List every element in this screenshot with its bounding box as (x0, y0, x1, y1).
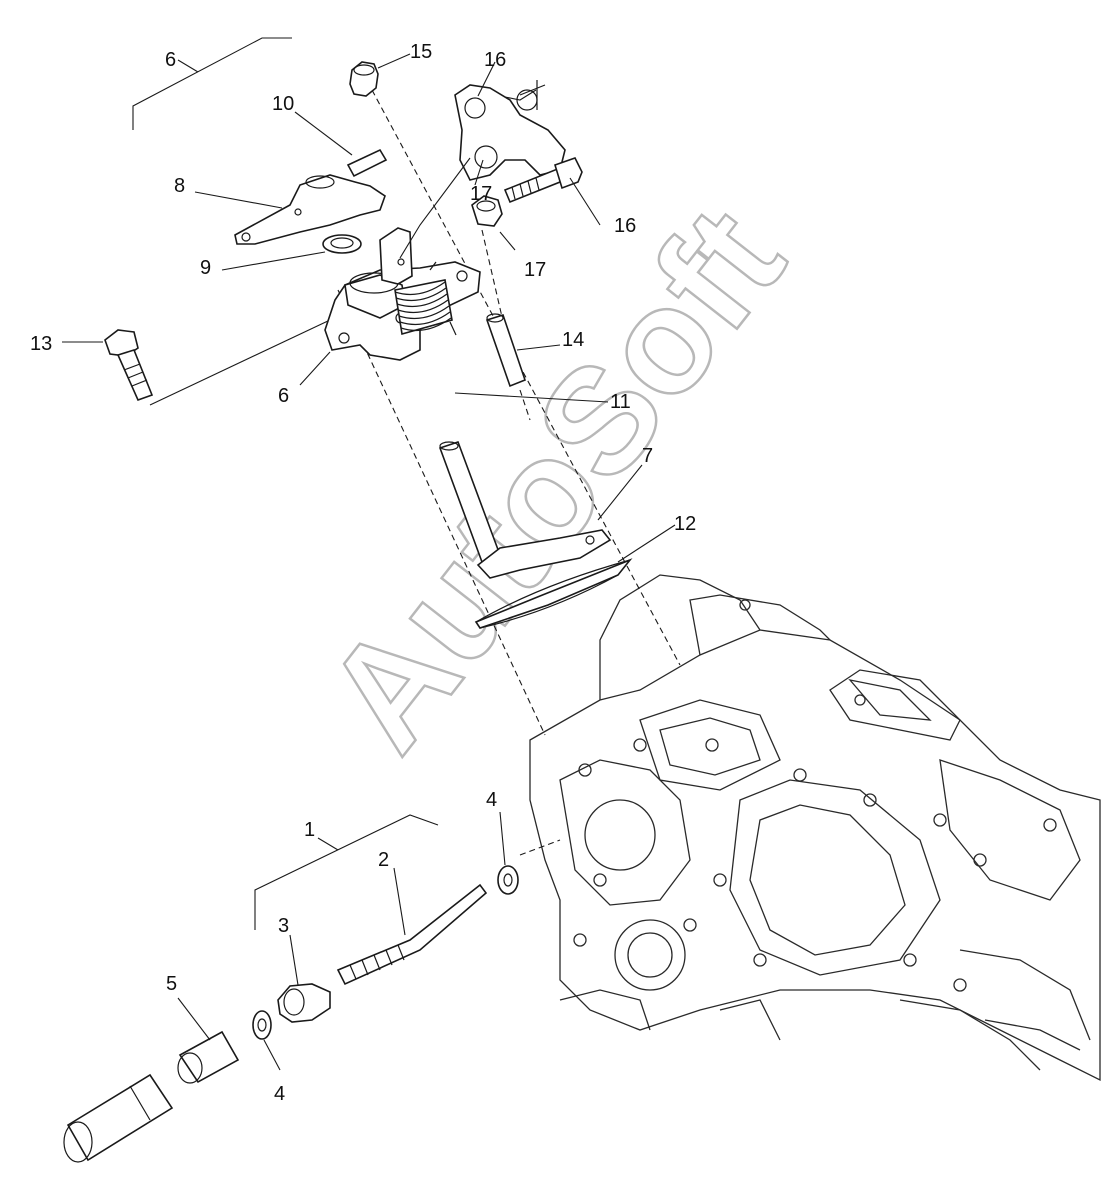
part-4-washer-right (497, 865, 519, 895)
part-14-stud (485, 313, 527, 388)
callout-17-right: 17 (524, 259, 546, 281)
engine-block (529, 574, 1101, 1082)
callout-11: 11 (610, 391, 631, 413)
leader-lines (62, 53, 676, 1071)
callout-16-top: 16 (484, 49, 506, 71)
group-bracket-6 (132, 37, 292, 130)
part-4-washer-left (252, 1010, 272, 1040)
part-5-cap (177, 1030, 240, 1084)
callout-15: 15 (410, 41, 432, 63)
part-16-bolt (503, 157, 583, 204)
part-16-bracket (454, 80, 566, 181)
part-13-bolt (104, 329, 154, 402)
callout-6-housing: 6 (278, 385, 289, 407)
callout-13: 13 (30, 333, 52, 355)
callout-3: 3 (278, 915, 289, 937)
group-bracket-1 (254, 814, 439, 930)
watermark: AutoSoft (292, 176, 817, 781)
callout-17-top: 17 (470, 183, 492, 205)
callout-4-right: 4 (486, 789, 497, 811)
part-15-nut (349, 61, 379, 97)
part-12-gasket (474, 558, 633, 629)
part-8-lever (234, 174, 386, 245)
part-7-lever-shaft (438, 440, 612, 579)
part-2-rod (336, 883, 488, 986)
part-17-nut (471, 195, 503, 227)
callout-16-right: 16 (614, 215, 636, 237)
callout-8: 8 (174, 175, 185, 197)
callout-1: 1 (304, 819, 315, 841)
callouts: 6 15 16 10 8 17 16 9 17 13 14 6 11 7 12 … (30, 41, 696, 1105)
callout-4-left: 4 (274, 1083, 285, 1105)
callout-9: 9 (200, 257, 211, 279)
callout-7: 7 (642, 445, 653, 467)
part-9-washer (322, 234, 362, 254)
watermark-text: AutoSoft (293, 177, 815, 779)
part-10-pin (346, 148, 388, 178)
callout-10: 10 (272, 93, 294, 115)
sleeve (63, 1073, 174, 1163)
callout-14: 14 (562, 329, 584, 351)
callout-5: 5 (166, 973, 177, 995)
callout-2: 2 (378, 849, 389, 871)
part-3-nut (277, 983, 331, 1023)
callout-12: 12 (674, 513, 696, 535)
callout-6-top: 6 (165, 49, 176, 71)
alignment-lines (149, 89, 681, 856)
part-11-spring (394, 261, 457, 336)
